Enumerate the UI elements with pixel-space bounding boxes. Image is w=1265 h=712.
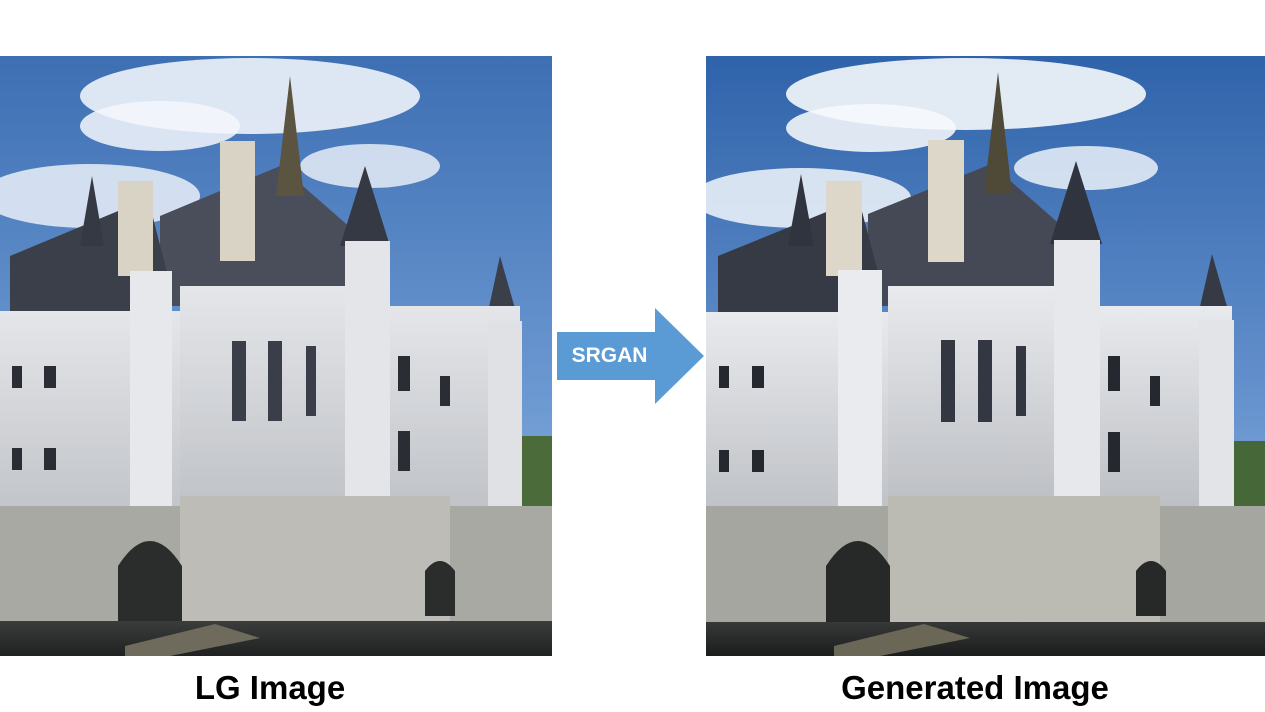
generated-image-caption: Generated Image [841,669,1109,706]
castle-image-low-res [0,56,552,656]
right-arrow-icon [557,308,704,404]
generated-image-panel [706,56,1265,656]
lg-image-caption: LG Image [194,669,346,706]
lg-image-panel [0,56,552,656]
castle-image-generated [706,56,1265,656]
srgan-label: SRGAN [571,344,648,367]
